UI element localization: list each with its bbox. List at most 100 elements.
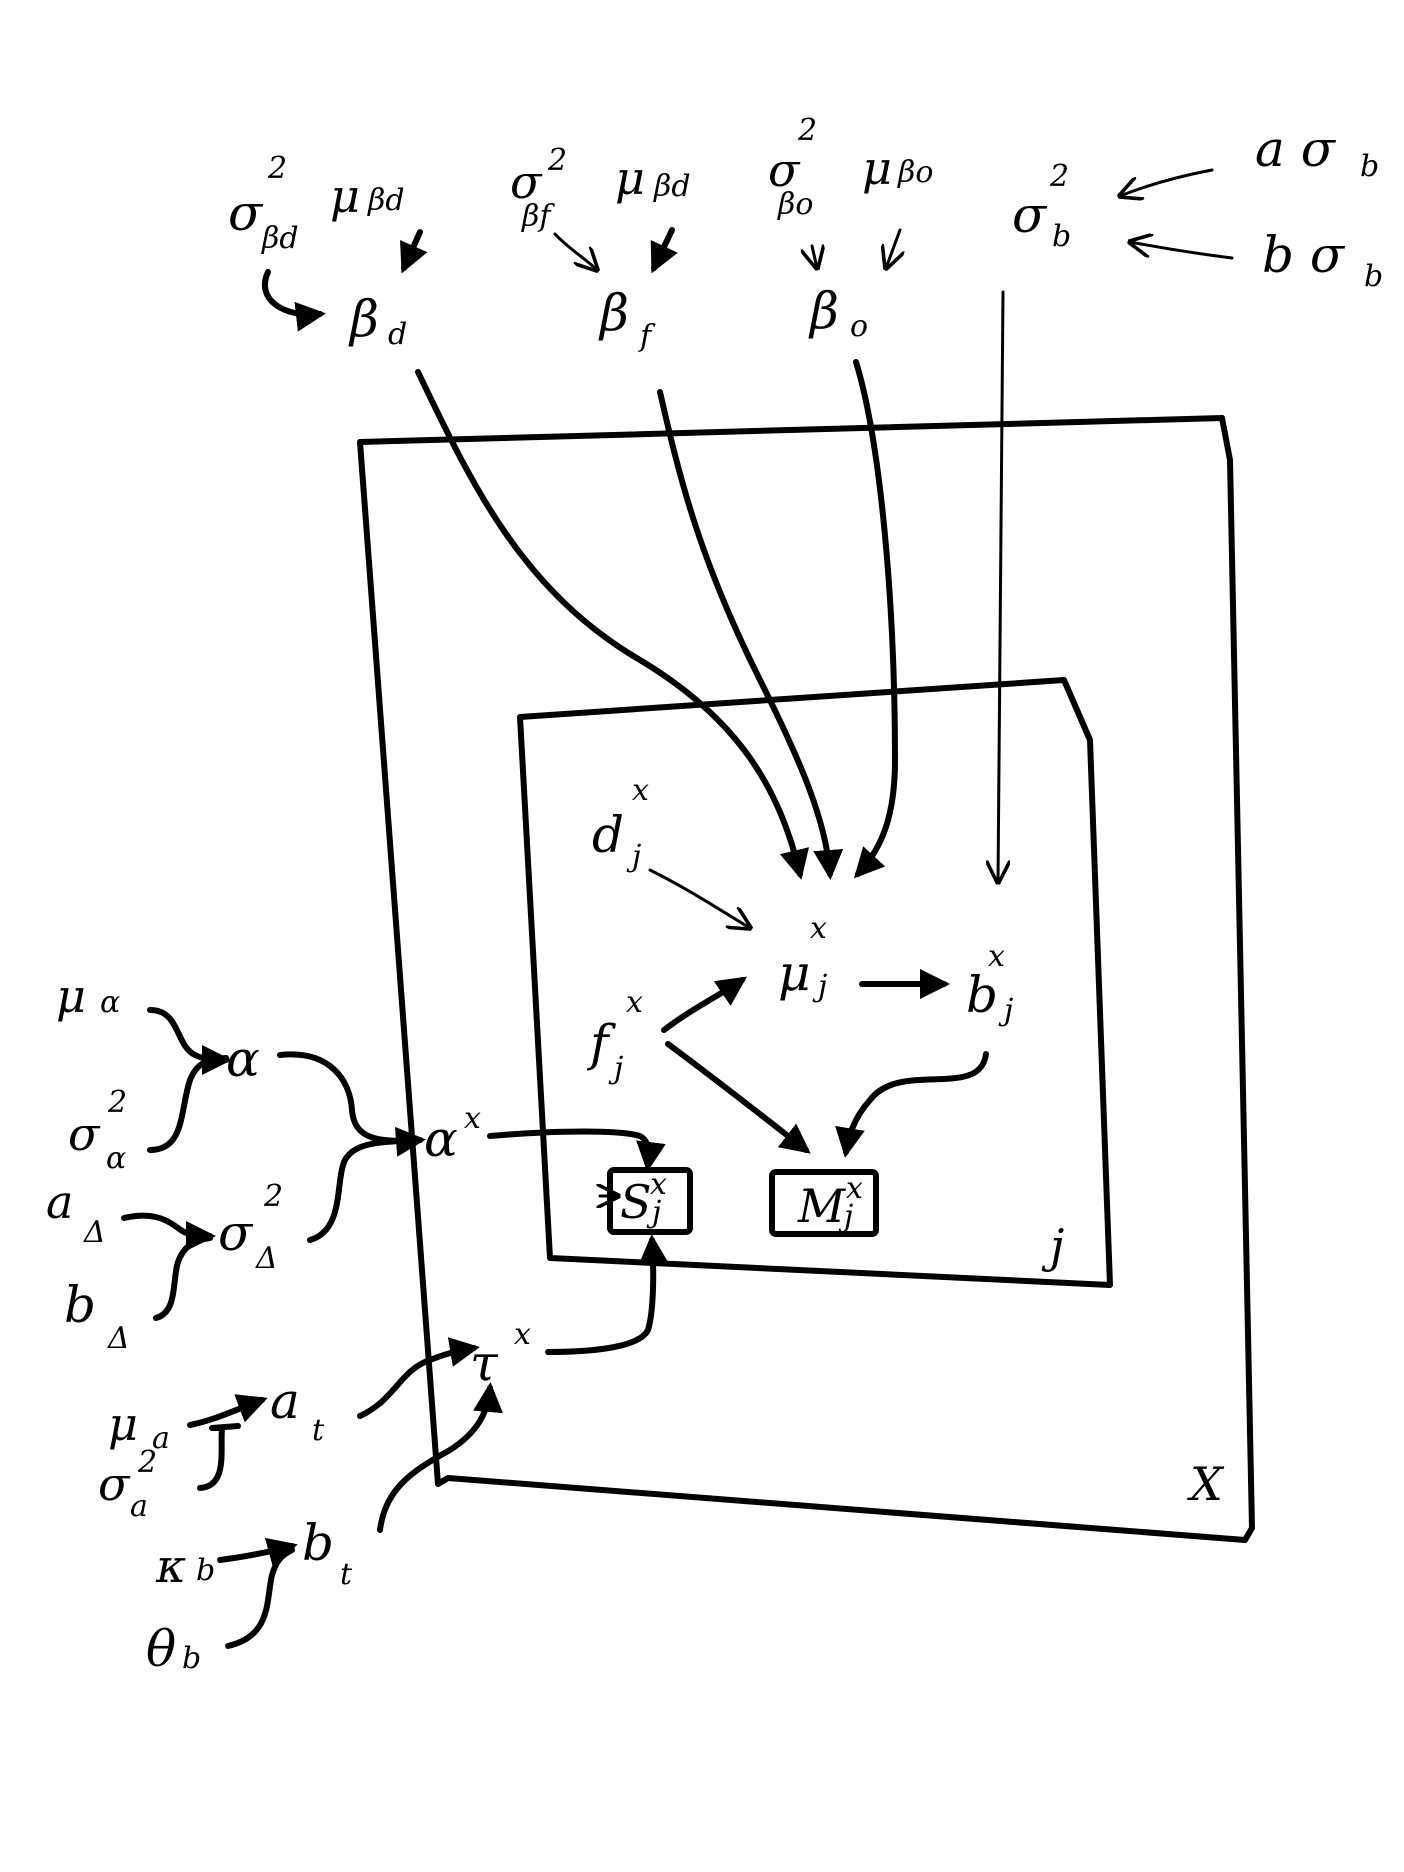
node-sigma2-beta-d: σ 2 βd [228,151,299,256]
edge-a-delta-to-sigma2-delta [121,1212,216,1251]
node-mu-j-x: μ x j [778,911,827,1004]
svg-text:βo: βo [777,187,813,222]
node-b-delta: b Δ [64,1276,130,1356]
svg-text:x: x [846,1171,863,1206]
observed-box-m [769,1169,879,1237]
svg-text:α: α [424,1110,458,1168]
svg-text:f: f [638,319,656,354]
edge-b-j-to-M-j [835,1051,989,1158]
svg-text:x: x [810,911,827,946]
node-b-t: b t [302,1514,353,1592]
edge-sigma2-alpha-to-alpha [147,1055,229,1153]
svg-text:β: β [598,284,629,342]
svg-text:σ: σ [510,155,543,209]
svg-text:b: b [1364,259,1383,294]
node-tau-x: τ x [470,1317,531,1392]
edge-f-j-to-M-j [665,1041,811,1154]
node-mu-beta-d-second: μ βd [615,151,691,205]
svg-text:j: j [608,1051,623,1086]
svg-text:μ: μ [108,1397,138,1451]
svg-text:2: 2 [547,143,567,178]
svg-text:x: x [988,939,1005,974]
svg-text:a: a [270,1372,300,1430]
svg-text:d: d [592,806,624,864]
svg-text:μ: μ [778,944,811,1002]
svg-text:a: a [130,1489,148,1524]
svg-text:2: 2 [263,1179,283,1214]
svg-text:j: j [998,993,1013,1028]
svg-text:j: j [626,839,641,874]
edge-beta-d-to-mu-j [415,369,810,880]
edge-b-delta-to-sigma2-delta [153,1235,213,1321]
svg-text:βd: βd [367,183,405,218]
svg-text:α: α [226,1030,260,1088]
node-sigma2-beta-o: σ 2 βo [768,113,817,222]
svg-text:Δ: Δ [83,1215,106,1250]
svg-text:β: β [808,282,839,340]
svg-text:τ: τ [470,1334,499,1392]
edge-sigma2-beta-o-to-beta-o [812,246,817,268]
node-M-j-x: M x j [797,1171,863,1234]
node-a-t: a t [270,1372,325,1448]
node-alpha: α [226,1030,260,1088]
svg-text:a σ: a σ [1255,120,1337,178]
svg-text:α: α [100,985,120,1020]
svg-text:σ: σ [98,1457,131,1511]
inner-plate-label: j [1041,1219,1064,1273]
node-mu-beta-d-top: μ βd [330,169,405,223]
svg-text:βo: βo [897,155,933,190]
node-mu-a: μ a [108,1397,170,1456]
svg-text:2: 2 [1049,159,1069,194]
node-S-j-x: S x j [620,1167,667,1230]
svg-text:βd: βd [653,169,691,204]
svg-text:μ: μ [615,151,645,205]
edge-b-t-to-tau-x [377,1382,503,1533]
svg-text:κ: κ [155,1539,186,1593]
svg-text:x: x [632,773,649,808]
svg-text:b: b [1052,219,1071,254]
node-mu-alpha: μ α [56,969,120,1023]
svg-text:βd: βd [261,221,299,256]
svg-text:b: b [182,1641,201,1676]
node-alpha-x: α x [424,1101,481,1168]
node-f-j-x: f x j [586,985,643,1086]
svg-text:b: b [966,966,998,1024]
edge-sigma2-beta-f-to-beta-f [553,232,597,270]
node-d-j-x: d x j [592,773,649,874]
node-sigma2-beta-f: σ 2 βf [510,143,567,234]
svg-text:x: x [464,1101,481,1136]
node-beta-f: β f [598,284,656,354]
svg-text:βf: βf [521,199,555,234]
node-b-j-x: b x j [966,939,1013,1028]
svg-text:σ: σ [68,1107,101,1161]
svg-text:β: β [348,290,379,348]
node-sigma2-b: σ 2 b [1012,159,1071,254]
edge-alpha-to-alpha-x [277,1051,426,1157]
svg-text:b σ: b σ [1262,226,1346,284]
node-mu-beta-o: μ βo [862,141,933,195]
edge-alpha-x-to-S-j [487,1128,666,1172]
svg-text:o: o [850,309,868,344]
svg-text:t: t [312,1413,325,1448]
svg-text:σ: σ [768,143,801,197]
svg-text:j: j [812,969,827,1004]
svg-text:S: S [620,1175,652,1229]
edge-mu-beta-f-to-beta-f [650,227,678,274]
svg-text:b: b [1360,149,1379,184]
svg-text:M: M [797,1179,847,1233]
node-sigma2-delta: σ 2 Δ [218,1179,283,1276]
svg-text:b: b [302,1514,334,1572]
svg-text:σ: σ [228,184,264,242]
node-sigma2-alpha: σ 2 α [68,1085,127,1176]
svg-text:b: b [64,1276,96,1334]
edge-mu-beta-d-to-beta-d [400,229,428,274]
inner-plate [517,677,1113,1288]
edge-sigma2-delta-to-alpha-x [307,1137,423,1243]
edge-mu-beta-o-to-beta-o [886,228,900,268]
svg-text:2: 2 [137,1445,157,1480]
svg-text:t: t [340,1557,353,1592]
svg-text:x: x [514,1317,531,1352]
edge-d-j-to-mu-j [648,868,750,928]
edge-kappa-b-to-b-t [217,1537,298,1567]
outer-plate [357,415,1255,1543]
